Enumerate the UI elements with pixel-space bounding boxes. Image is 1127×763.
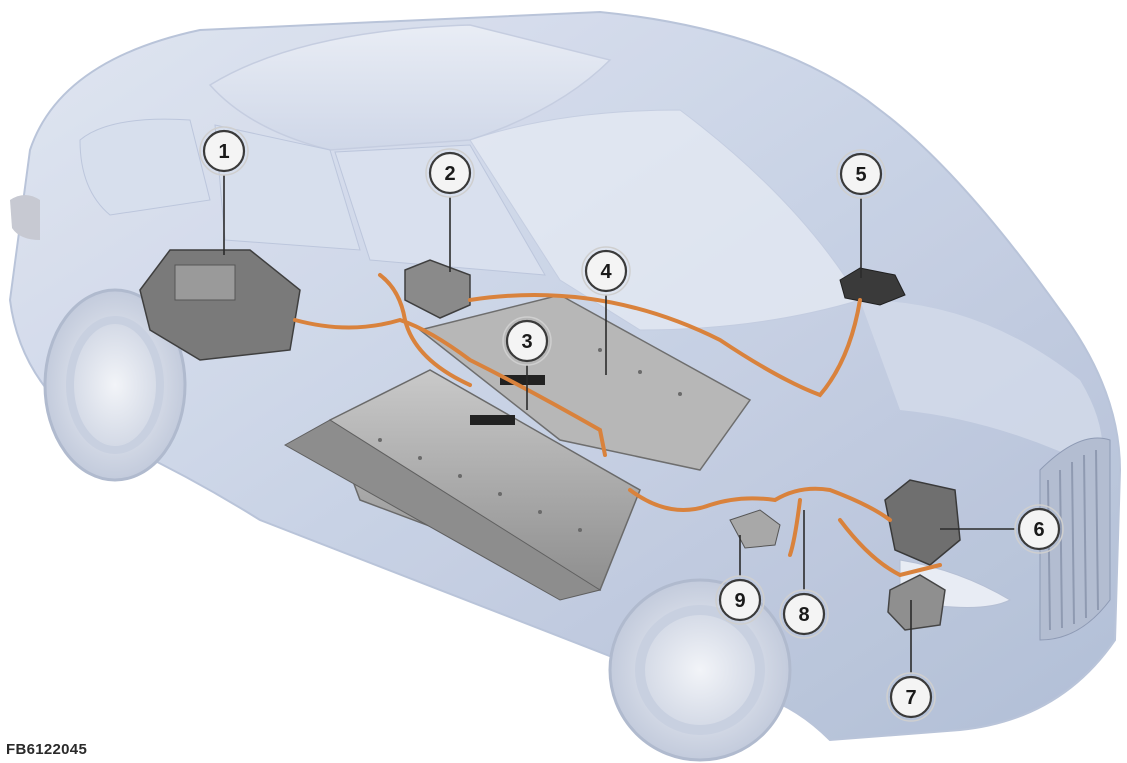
callout-6-label: 6 (1033, 519, 1044, 541)
callout-8: 8 (779, 589, 829, 639)
callout-9: 9 (715, 575, 765, 625)
electric-ac-compressor (887, 574, 946, 631)
callout-2-label: 2 (444, 163, 455, 185)
callout-2: 2 (425, 148, 475, 198)
callout-3-label: 3 (521, 331, 532, 353)
charging-socket (839, 267, 906, 306)
callout-4: 4 (581, 246, 631, 296)
callout-1: 1 (199, 126, 249, 176)
callout-7: 7 (886, 672, 936, 722)
front-wheel (608, 578, 792, 762)
leader-lines (223, 175, 1015, 673)
front-electric-drive-unit (884, 479, 961, 566)
callout-1-label: 1 (218, 141, 229, 163)
figure-reference-code: FB6122045 (6, 741, 88, 758)
heater-unit (729, 509, 781, 549)
callout-6: 6 (1014, 504, 1064, 554)
charging-electronics (404, 259, 471, 319)
high-voltage-cables (293, 273, 942, 578)
callout-4-label: 4 (600, 261, 612, 283)
callout-8-label: 8 (798, 604, 809, 626)
callout-7-label: 7 (905, 687, 916, 709)
callout-3: 3 (502, 316, 552, 366)
callout-5: 5 (836, 149, 886, 199)
callout-5-label: 5 (855, 164, 866, 186)
callout-9-label: 9 (734, 590, 745, 612)
rear-wheel (43, 288, 187, 482)
